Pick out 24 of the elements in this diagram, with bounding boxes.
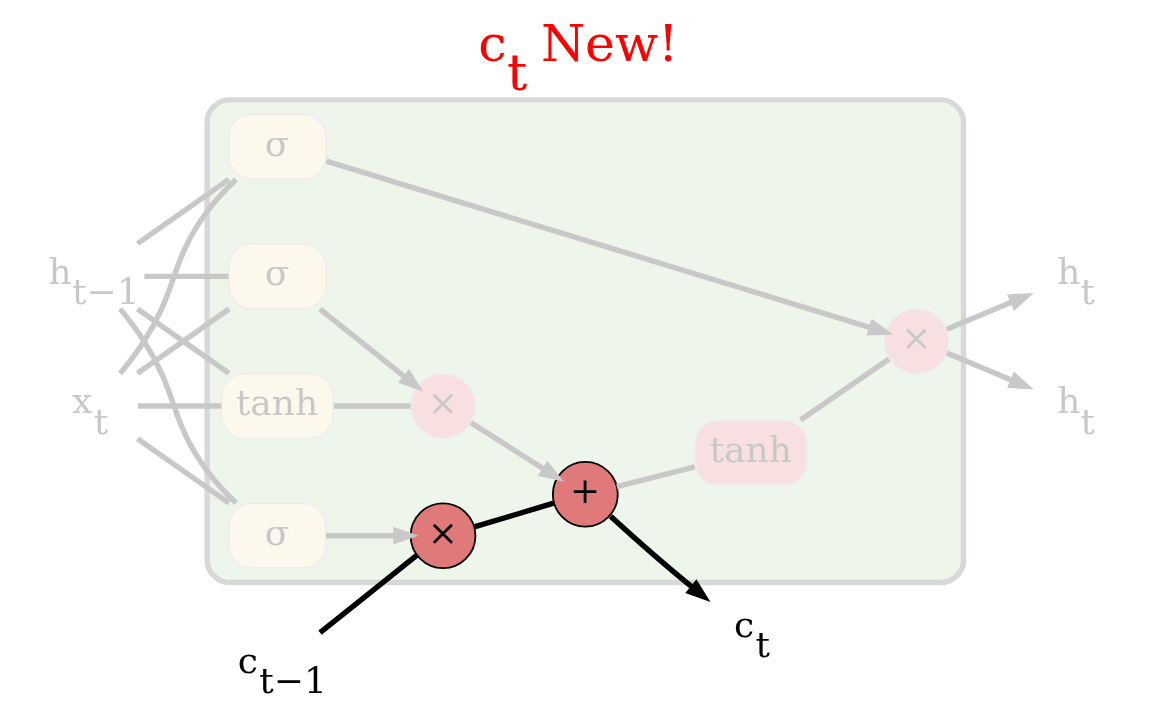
connector — [117, 307, 238, 505]
connector — [143, 273, 229, 280]
connector — [135, 177, 230, 246]
connector — [615, 464, 695, 490]
cluster — [203, 97, 966, 586]
connector — [333, 403, 410, 409]
arrow — [325, 158, 893, 336]
arrow — [468, 420, 564, 482]
connector — [472, 500, 554, 530]
connector — [135, 436, 230, 506]
arrow — [317, 306, 423, 392]
connector — [135, 306, 230, 376]
node-circle: × — [409, 502, 476, 569]
node-circle: × — [409, 372, 476, 440]
node-circle: + — [551, 460, 619, 528]
arrow — [325, 526, 418, 545]
node-circle: × — [882, 307, 950, 375]
arrow — [608, 514, 710, 602]
connector — [137, 403, 221, 409]
arrow — [945, 292, 1034, 332]
connector — [317, 553, 419, 635]
connector — [798, 356, 891, 423]
connector — [117, 177, 238, 376]
arrow — [945, 350, 1034, 390]
